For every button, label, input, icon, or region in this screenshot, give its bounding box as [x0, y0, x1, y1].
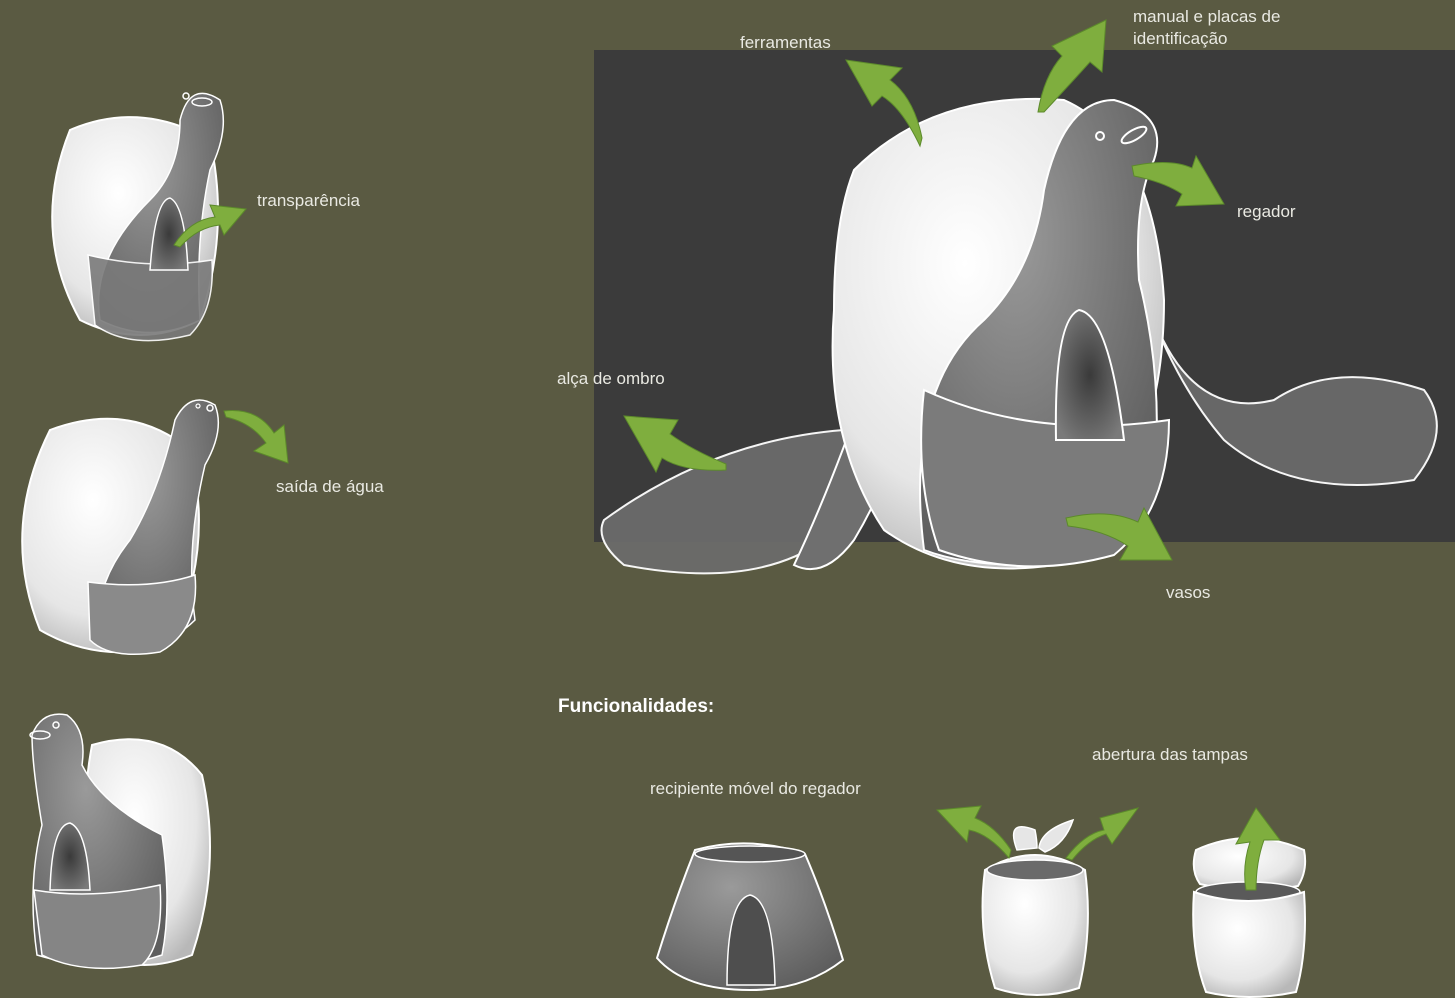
label-transparencia: transparência — [257, 190, 360, 212]
arrow-transparencia-icon — [170, 195, 250, 250]
arrow-manual-icon — [1036, 16, 1112, 114]
arrow-tampa-direita-icon — [1064, 804, 1140, 860]
label-manual: manual e placas de identificação — [1133, 6, 1323, 50]
arrow-alca-icon — [620, 414, 728, 476]
arrow-tampa-cima-icon — [1230, 806, 1282, 892]
section-heading-funcionalidades: Funcionalidades: — [558, 696, 714, 718]
arrow-vasos-icon — [1064, 506, 1176, 564]
label-recipiente: recipiente móvel do regador — [650, 778, 861, 800]
label-ferramentas: ferramentas — [740, 32, 831, 54]
backpack-main-illustration — [594, 60, 1455, 590]
label-alca: alça de ombro — [557, 368, 665, 390]
label-regador: regador — [1237, 201, 1296, 223]
arrow-saida-agua-icon — [222, 405, 294, 467]
arrow-regador-icon — [1130, 154, 1226, 208]
label-abertura: abertura das tampas — [1092, 744, 1248, 766]
label-saida-agua: saída de água — [276, 476, 384, 498]
recipiente-sketch — [655, 840, 845, 995]
backpack-sketch-side — [10, 390, 230, 660]
backpack-sketch-back — [22, 705, 222, 975]
arrow-ferramentas-icon — [842, 58, 922, 150]
label-vasos: vasos — [1166, 582, 1210, 604]
arrow-tampa-esquerda-icon — [935, 804, 1011, 860]
